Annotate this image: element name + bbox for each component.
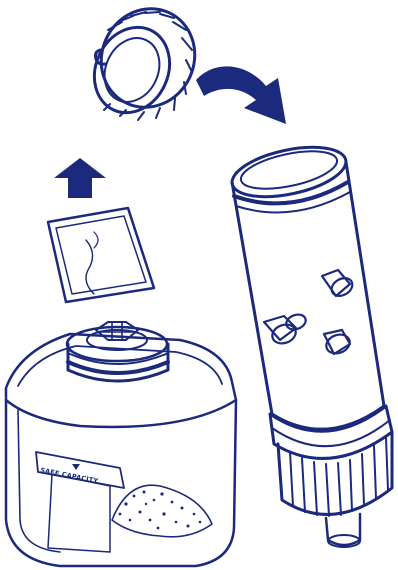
cap-icon [92,7,197,121]
granules [118,490,202,530]
up-arrow-icon [54,158,106,198]
filter-cartridge-icon [230,145,394,548]
pouch-icon [46,206,156,304]
curved-arrow-icon [196,66,286,124]
jar-label-text: SAFE CAPACITY [40,466,99,485]
jar-icon: SAFE CAPACITY [4,321,238,568]
